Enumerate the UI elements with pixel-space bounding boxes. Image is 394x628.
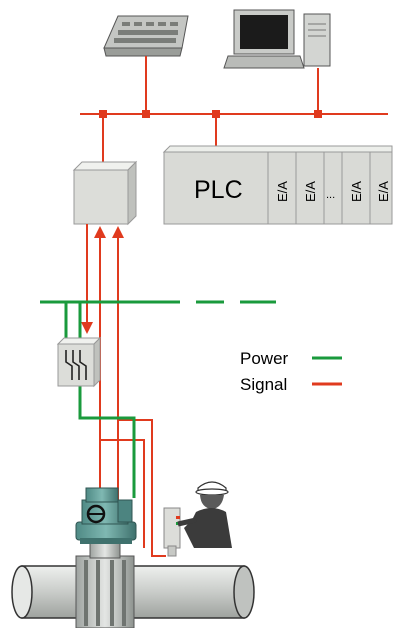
io-module-label: E/A (349, 181, 364, 202)
handheld-controller-icon (163, 507, 181, 557)
bus-network (80, 56, 388, 164)
keyboard-terminal-icon (103, 15, 189, 57)
io-module-label: E/A (275, 181, 290, 202)
io-module-label: E/A (376, 181, 391, 202)
desktop-computer-icon (223, 9, 331, 69)
io-module-label: E/A (303, 181, 318, 202)
power-lines (40, 300, 276, 498)
field-operator-icon (177, 481, 232, 548)
plc-rack: PLC E/A E/A ... E/A E/A (162, 145, 393, 225)
legend-signal-label: Signal (240, 375, 287, 394)
motor-starter-box (56, 336, 102, 388)
plc-label: PLC (194, 176, 243, 204)
remote-io-box (72, 160, 138, 226)
io-module-ellipsis: ... (326, 189, 335, 201)
legend-power-label: Power (240, 349, 289, 368)
bus-nodes (99, 110, 322, 118)
valve-body (75, 537, 135, 628)
legend: Power Signal (240, 349, 342, 394)
gear-actuator-icon (75, 487, 137, 544)
